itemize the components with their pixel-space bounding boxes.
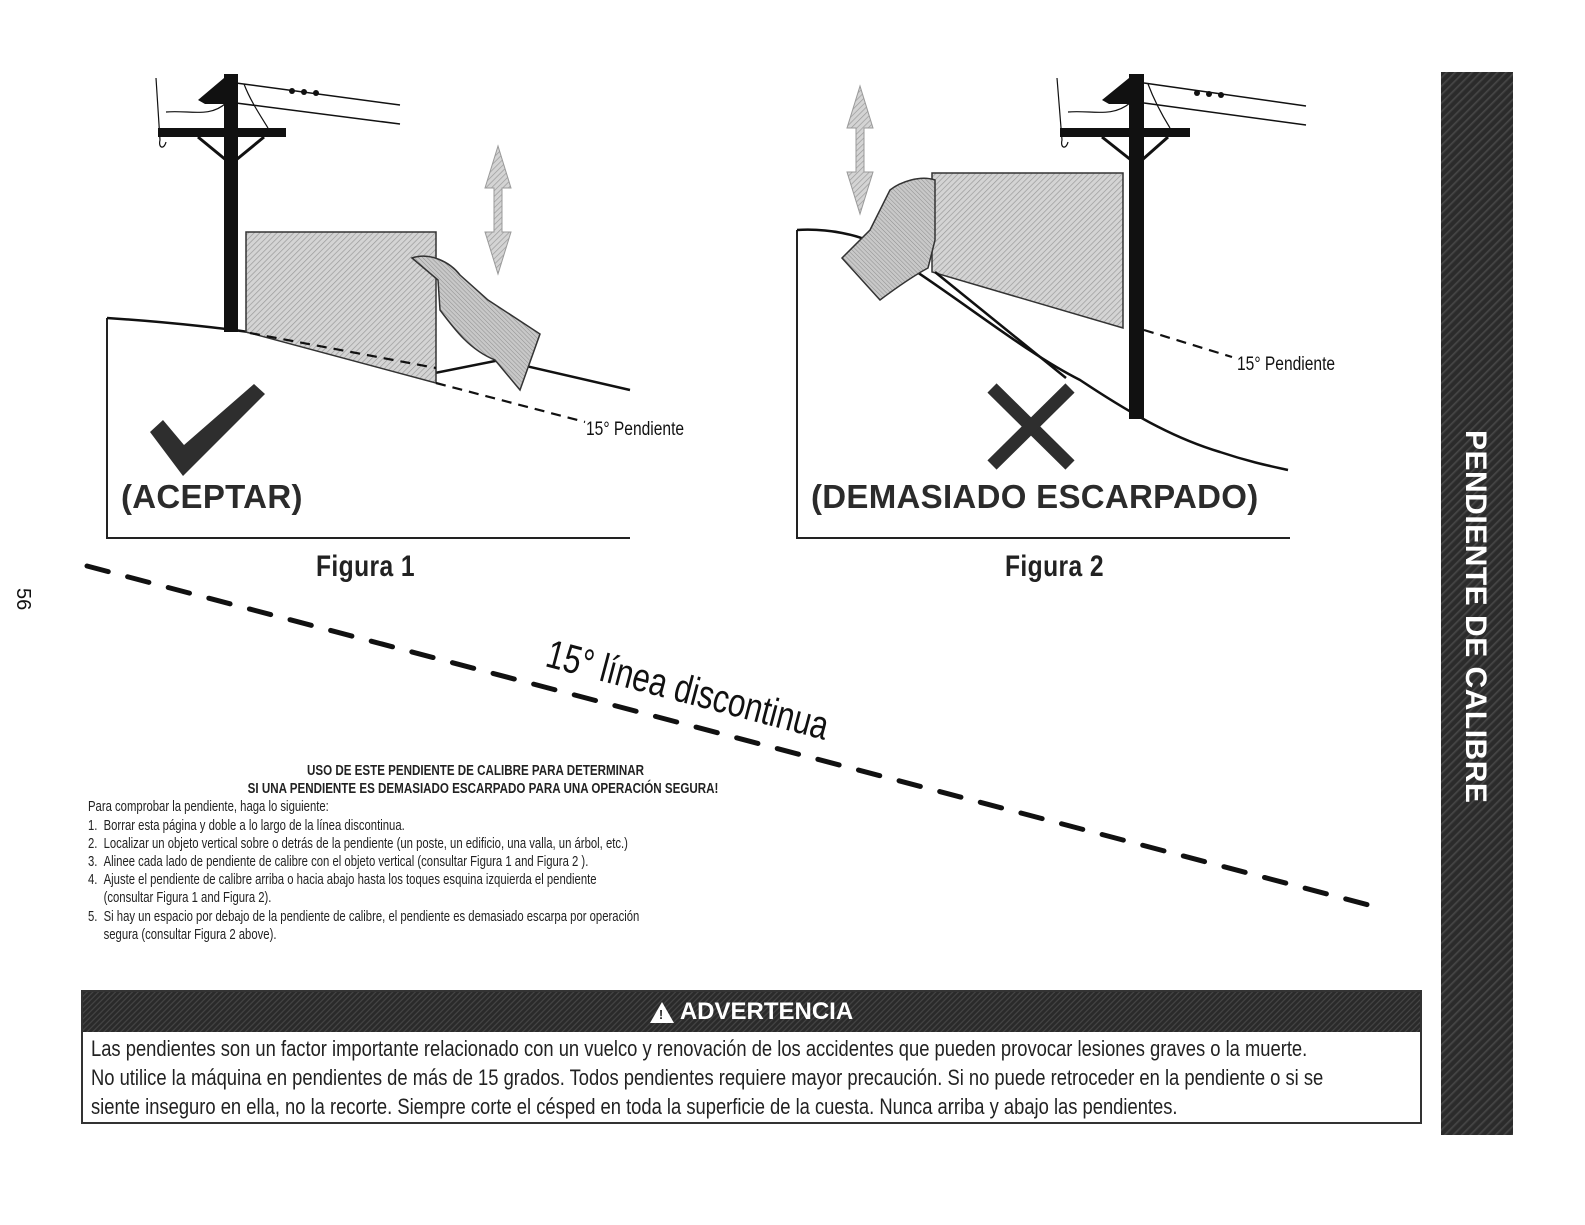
section-side-tab-label: PENDIENTE DE CALIBRE	[1459, 430, 1492, 804]
figure-2-hand-icon	[840, 177, 936, 302]
warning-header: ! ADVERTENCIA	[83, 992, 1420, 1032]
figure-2-slope-dashed-line	[1143, 328, 1233, 359]
warning-line: No utilice la máquina en pendientes de m…	[91, 1065, 1324, 1090]
instructions-heading-line-1: USO DE ESTE PENDIENTE DE CALIBRE PARA DE…	[306, 763, 645, 779]
figure-1-slope-dashed-line	[249, 331, 437, 370]
figure-2-caption: Figura 2	[1005, 550, 1104, 583]
utility-pole-icon	[155, 74, 401, 332]
figure-2-illustration	[796, 74, 1307, 539]
warning-line: siente inseguro en ella, no la recorte. …	[91, 1094, 1178, 1119]
instruction-step: 3. Alinee cada lado de pendiente de cali…	[88, 854, 589, 871]
instructions-heading-line-2: SI UNA PENDIENTE ES DEMASIADO ESCARPADO …	[247, 781, 719, 798]
instruction-step: 4. Ajuste el pendiente de calibre arriba…	[88, 872, 597, 907]
figure-2-slope-gauge	[931, 172, 1124, 330]
figure-1-slope-label: 15° Pendiente	[586, 419, 685, 440]
page-number: 56	[12, 588, 34, 611]
figure-2-verdict: (DEMASIADO ESCARPADO)	[811, 478, 1259, 515]
instructions: USO DE ESTE PENDIENTE DE CALIBRE PARA DE…	[88, 762, 918, 944]
figure-2-up-down-arrow-icon	[846, 84, 874, 216]
figure-1-illustration	[106, 74, 631, 539]
warning-box: ! ADVERTENCIA Las pendientes son un fact…	[81, 990, 1422, 1124]
warning-triangle-icon: !	[649, 1001, 674, 1023]
fold-dashed-line	[84, 563, 1383, 911]
instructions-steps: 1. Borrar esta página y doble a lo largo…	[88, 817, 735, 944]
figure-1-slope-gauge	[245, 231, 437, 384]
figure-2-frame	[796, 230, 1290, 539]
warning-body: Las pendientes son un factor importante …	[91, 1034, 1414, 1121]
warning-line: Las pendientes son un factor importante …	[91, 1036, 1308, 1061]
figure-1-caption: Figura 1	[316, 550, 415, 583]
warning-title: ADVERTENCIA	[679, 998, 854, 1025]
instructions-intro: Para comprobar la pendiente, haga lo sig…	[88, 799, 329, 816]
instruction-step: 1. Borrar esta página y doble a lo largo…	[88, 817, 405, 834]
figure-1-hand-icon	[410, 255, 541, 392]
instruction-step: 5. Si hay un espacio por debajo de la pe…	[88, 908, 640, 943]
figure-1-up-down-arrow-icon	[484, 144, 512, 276]
x-mark-icon	[987, 383, 1075, 470]
checkmark-icon	[150, 384, 265, 476]
figure-1-frame	[106, 318, 630, 539]
instruction-step: 2. Localizar un objeto vertical sobre o …	[88, 835, 628, 852]
section-side-tab	[1441, 72, 1513, 1135]
figure-1-verdict: (ACEPTAR)	[121, 478, 303, 515]
utility-pole-icon	[1056, 74, 1307, 419]
figure-2-slope-label: 15° Pendiente	[1237, 354, 1336, 375]
